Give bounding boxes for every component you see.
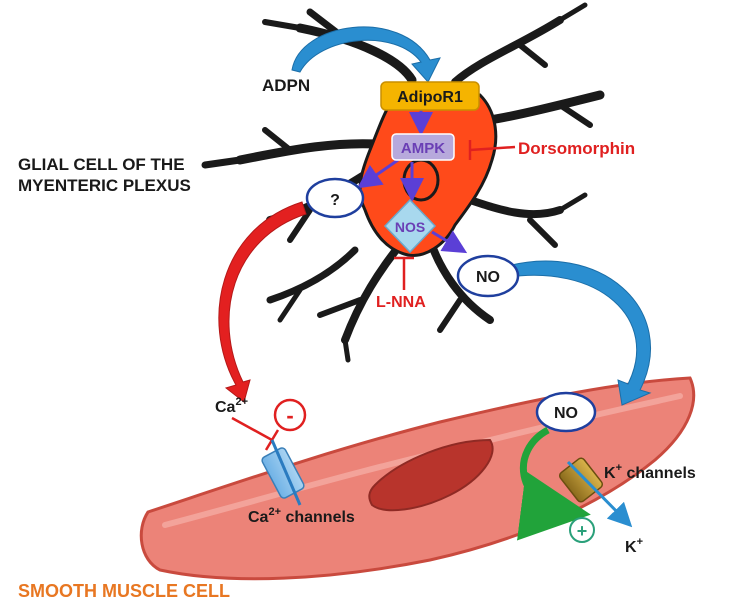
minus-label: - bbox=[286, 403, 293, 428]
nos-label: NOS bbox=[395, 219, 425, 235]
ampk-box bbox=[391, 133, 455, 161]
nos-diamond bbox=[383, 198, 437, 254]
ampk-label: AMPK bbox=[401, 140, 445, 157]
lnna-label: L-NNA bbox=[376, 294, 426, 311]
no-glia-node bbox=[456, 254, 520, 298]
minus-sign bbox=[273, 398, 307, 432]
adpn-arrow bbox=[291, 26, 441, 83]
question-node bbox=[305, 177, 365, 219]
smooth-muscle-title: SMOOTH MUSCLE CELL bbox=[18, 581, 230, 601]
red-arrow bbox=[218, 201, 307, 403]
no-arrow bbox=[499, 260, 652, 406]
question-label: ? bbox=[330, 192, 340, 209]
plus-sign bbox=[569, 517, 595, 543]
green-arrow bbox=[516, 426, 591, 541]
k-channels-label: K+ channels bbox=[604, 462, 696, 482]
ca-channel-icon bbox=[261, 439, 305, 506]
inhibitor-ca-channel bbox=[231, 416, 280, 451]
inhibitor-dorsomorphin bbox=[468, 140, 516, 160]
no-muscle-label: NO bbox=[554, 405, 578, 422]
adpn-label: ADPN bbox=[262, 76, 310, 95]
no-muscle-node bbox=[535, 391, 597, 433]
adipor1-box bbox=[380, 81, 480, 111]
ca-channels-label: Ca2+ channels bbox=[248, 506, 355, 526]
ca-ion-label: Ca2+ bbox=[215, 396, 248, 416]
no-glia-label: NO bbox=[476, 269, 500, 286]
adipor1-label: AdipoR1 bbox=[397, 89, 463, 106]
inhibitor-lnna bbox=[394, 256, 414, 290]
k-ion-label: K+ bbox=[625, 536, 643, 556]
plus-label: + bbox=[577, 521, 588, 541]
dorsomorphin-label: Dorsomorphin bbox=[518, 139, 635, 158]
signal-arrows bbox=[357, 108, 468, 254]
muscle-nucleus bbox=[368, 438, 494, 512]
glial-title-line2: MYENTERIC PLEXUS bbox=[18, 176, 191, 195]
glial-title-line1: GLIAL CELL OF THE bbox=[18, 155, 185, 174]
